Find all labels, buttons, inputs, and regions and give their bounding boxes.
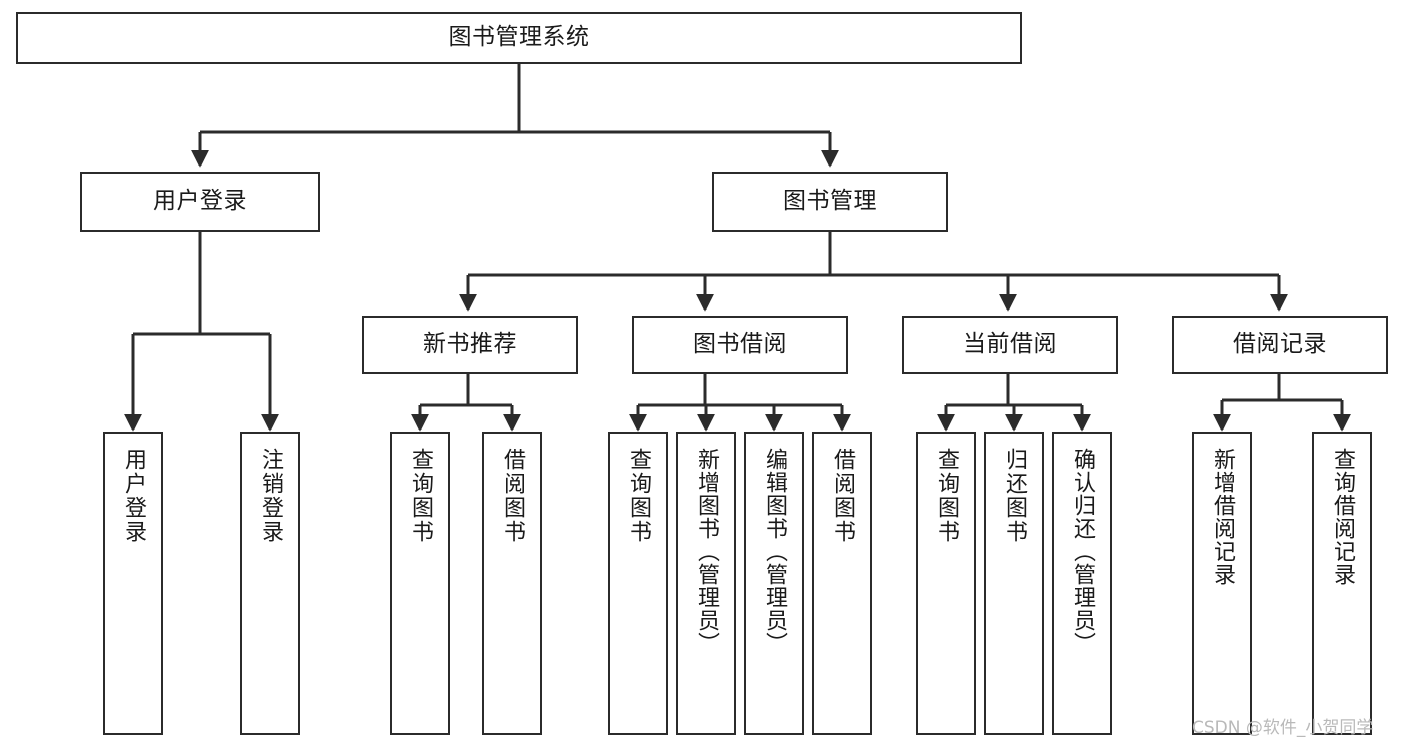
node-leaf-query-record-label: 查询借阅记录 (1330, 448, 1355, 586)
node-leaf-confirm-return[interactable]: 确认归还（管理员） (1052, 432, 1112, 735)
node-new-book-recommend[interactable]: 新书推荐 (362, 316, 578, 374)
watermark-text: CSDN @软件_小贺同学 (1192, 718, 1374, 738)
node-leaf-borrow-book-2-label: 借阅图书 (830, 448, 855, 544)
node-root[interactable]: 图书管理系统 (16, 12, 1022, 64)
node-leaf-borrow-book-1-label: 借阅图书 (500, 448, 525, 544)
node-leaf-query-book-1-label: 查询图书 (408, 448, 433, 544)
node-user-login[interactable]: 用户登录 (80, 172, 320, 232)
node-leaf-user-logout-label: 注销登录 (258, 448, 283, 544)
node-current-borrow-label: 当前借阅 (963, 331, 1057, 358)
node-leaf-query-book-2[interactable]: 查询图书 (608, 432, 668, 735)
node-leaf-user-logout[interactable]: 注销登录 (240, 432, 300, 735)
node-leaf-user-login-label: 用户登录 (121, 448, 146, 544)
node-borrow-record[interactable]: 借阅记录 (1172, 316, 1388, 374)
node-leaf-return-book[interactable]: 归还图书 (984, 432, 1044, 735)
node-leaf-query-record[interactable]: 查询借阅记录 (1312, 432, 1372, 735)
node-leaf-query-book-1[interactable]: 查询图书 (390, 432, 450, 735)
node-leaf-return-book-label: 归还图书 (1002, 448, 1027, 544)
node-book-manage-label: 图书管理 (783, 188, 877, 215)
node-leaf-add-record[interactable]: 新增借阅记录 (1192, 432, 1252, 735)
node-leaf-query-book-3-label: 查询图书 (934, 448, 959, 544)
node-leaf-query-book-3[interactable]: 查询图书 (916, 432, 976, 735)
node-new-book-recommend-label: 新书推荐 (423, 331, 517, 358)
node-leaf-add-book[interactable]: 新增图书（管理员） (676, 432, 736, 735)
node-leaf-borrow-book-2[interactable]: 借阅图书 (812, 432, 872, 735)
node-leaf-confirm-return-label: 确认归还（管理员） (1070, 448, 1095, 655)
node-leaf-edit-book[interactable]: 编辑图书（管理员） (744, 432, 804, 735)
node-leaf-edit-book-label: 编辑图书（管理员） (762, 448, 787, 655)
node-user-login-label: 用户登录 (153, 188, 247, 215)
node-book-borrow-label: 图书借阅 (693, 331, 787, 358)
node-book-manage[interactable]: 图书管理 (712, 172, 948, 232)
node-root-label: 图书管理系统 (448, 24, 590, 51)
node-leaf-query-book-2-label: 查询图书 (626, 448, 651, 544)
node-leaf-add-book-label: 新增图书（管理员） (694, 448, 719, 655)
node-current-borrow[interactable]: 当前借阅 (902, 316, 1118, 374)
node-leaf-borrow-book-1[interactable]: 借阅图书 (482, 432, 542, 735)
node-leaf-user-login[interactable]: 用户登录 (103, 432, 163, 735)
node-leaf-add-record-label: 新增借阅记录 (1210, 448, 1235, 586)
node-borrow-record-label: 借阅记录 (1233, 331, 1327, 358)
node-book-borrow[interactable]: 图书借阅 (632, 316, 848, 374)
